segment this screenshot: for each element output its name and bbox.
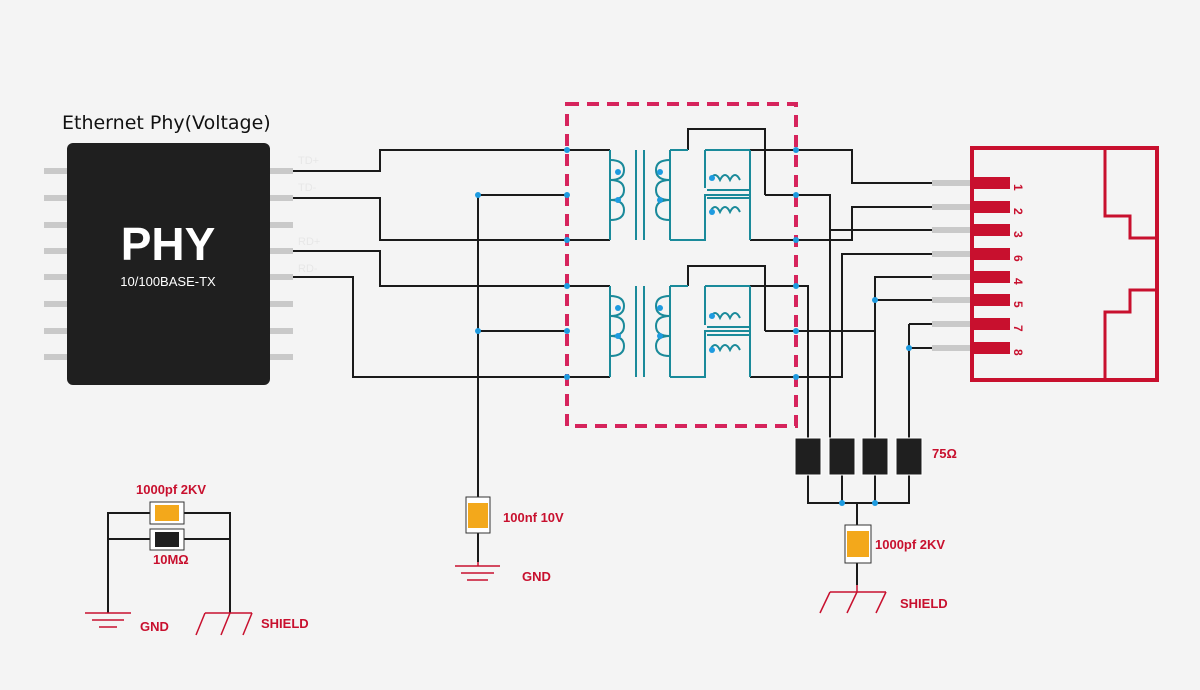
center-cap-label: 100nf 10V: [503, 510, 564, 525]
pin-label-td-plus: TD+: [298, 155, 319, 167]
phy-right-pins: [269, 168, 293, 360]
termination-resistors: [794, 437, 923, 476]
rj45-connector: 1 2 3 6 4 5 7 8: [932, 146, 1159, 382]
pin-label-rd-plus: RD+: [298, 236, 320, 248]
shield-cap-label: 1000pf 2KV: [875, 537, 945, 552]
phy-title: Ethernet Phy(Voltage): [62, 112, 271, 134]
center-gnd-label: GND: [522, 569, 551, 584]
phy-chip-sublabel: 10/100BASE-TX: [120, 274, 216, 289]
rj45-pin-7: 7: [1011, 325, 1025, 332]
isolation-transformers: [609, 149, 751, 378]
phy-body: [67, 143, 270, 385]
rj45-pin-2: 2: [1011, 208, 1025, 215]
rj45-pin-4: 4: [1011, 278, 1025, 285]
center-gnd-symbol: [455, 562, 500, 581]
magnetics-module-boundary: [565, 102, 798, 428]
rj45-pin-leads: [932, 180, 972, 351]
legend-gnd-symbol: [85, 612, 131, 628]
legend-res-label: 10MΩ: [153, 552, 189, 567]
shield-ground-symbol: [819, 585, 887, 614]
phy-left-pins: [44, 168, 68, 360]
rj45-contacts: [972, 177, 1010, 354]
legend-shield-symbol: [195, 612, 253, 636]
transformer-inner-wires: [687, 128, 766, 331]
shield-capacitor: [844, 524, 872, 564]
rj45-pin-8: 8: [1011, 349, 1025, 356]
rj45-pin-6: 6: [1011, 255, 1025, 262]
rj45-pin-3: 3: [1011, 231, 1025, 238]
legend-shield-label: SHIELD: [261, 616, 309, 631]
phy-chip-label: PHY: [121, 218, 216, 270]
shield-label: SHIELD: [900, 596, 948, 611]
junction-dots: [475, 147, 912, 506]
rj45-pin-1: 1: [1011, 184, 1025, 191]
rj45-pin-5: 5: [1011, 301, 1025, 308]
termination-label: 75Ω: [932, 446, 957, 461]
legend-cap-label: 1000pf 2KV: [136, 482, 206, 497]
pin-label-rd-minus: RD-: [298, 263, 318, 275]
pin-label-td-minus: TD-: [298, 182, 317, 194]
legend-ground-coupling: 1000pf 2KV 10MΩ GND SHIELD: [85, 482, 309, 636]
legend-gnd-label: GND: [140, 619, 169, 634]
phy-chip: Ethernet Phy(Voltage) PHY 10/100BASE-TX …: [44, 112, 320, 385]
center-tap-capacitor: 100nf 10V: [465, 496, 564, 534]
